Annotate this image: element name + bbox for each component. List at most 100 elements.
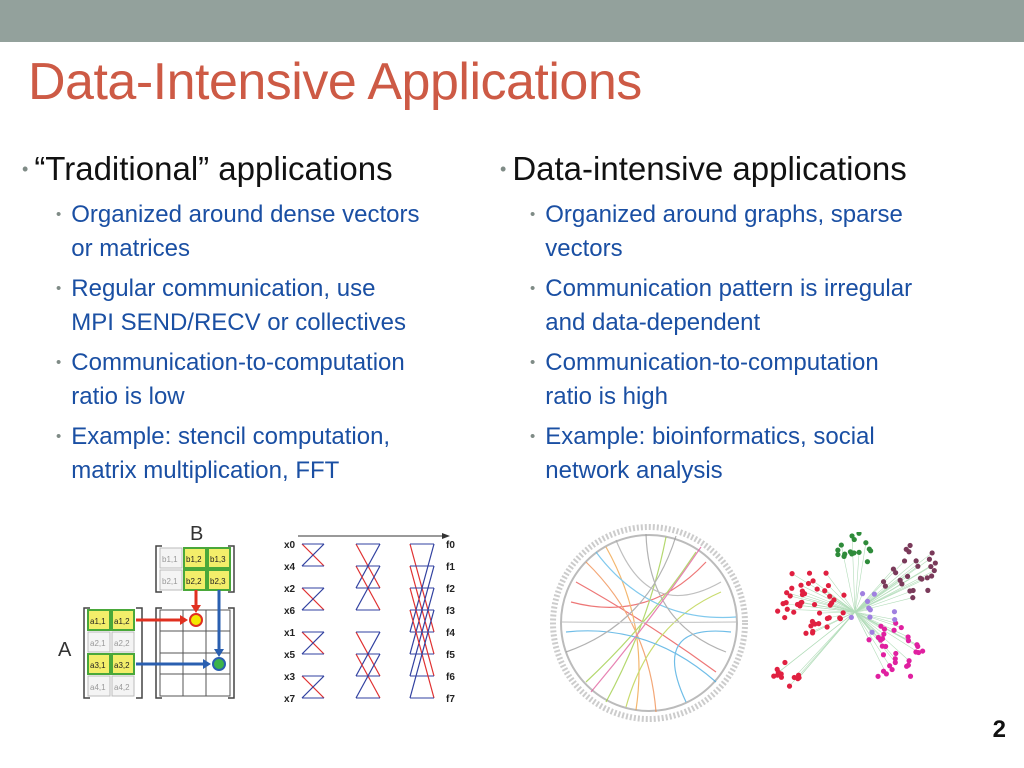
network-edge <box>854 597 913 613</box>
multiply-arrows <box>136 590 224 669</box>
network-node <box>913 558 919 564</box>
b-cell-label: b2,3 <box>210 577 226 586</box>
fft-output-label: f0 <box>446 540 455 551</box>
network-node <box>866 546 872 552</box>
network-node <box>847 549 853 555</box>
network-node <box>811 601 818 608</box>
network-node <box>809 618 816 625</box>
fft-input-label: x3 <box>284 672 296 683</box>
b-cell-label: b2,2 <box>186 577 202 586</box>
network-edge <box>854 562 936 613</box>
left-column: • “Traditional” applications •Organized … <box>22 150 492 494</box>
network-edge <box>854 611 896 624</box>
network-node <box>791 609 797 615</box>
network-node <box>823 570 829 576</box>
b-cell-label: b1,2 <box>186 555 202 564</box>
network-node <box>871 591 877 597</box>
network-edge <box>819 611 856 614</box>
network-edge <box>854 568 894 613</box>
fft-output-label: f4 <box>446 628 455 639</box>
network-edge <box>812 611 856 634</box>
network-node <box>789 585 795 591</box>
network-node <box>798 582 804 588</box>
network-node <box>867 607 873 613</box>
network-edge <box>794 611 856 678</box>
a-cell-label: a1,1 <box>90 617 106 626</box>
fft-butterflies <box>301 543 435 699</box>
network-node <box>828 600 835 606</box>
network-node <box>816 621 822 627</box>
network-node <box>822 588 828 594</box>
network-node <box>787 593 793 599</box>
bullet-icon: • <box>500 159 507 179</box>
network-node <box>925 587 931 593</box>
network-node <box>864 598 871 604</box>
network-node <box>808 623 814 629</box>
network-node <box>892 617 898 623</box>
network-edge <box>800 584 856 613</box>
fft-butterfly-line <box>301 675 325 699</box>
network-node <box>929 573 935 579</box>
social-network-graph <box>771 532 938 689</box>
matrix-a: a1,1 a1,2 a2,1 a2,2 a3,1 a3,2 a4,1 a4,2 <box>83 607 143 699</box>
network-edge <box>854 611 902 628</box>
network-node <box>835 547 841 553</box>
circular-genome-plot <box>550 524 748 722</box>
fft-output-label: f6 <box>446 672 455 683</box>
right-bullet: •Communication-to-computation ratio is h… <box>530 346 1010 414</box>
network-node <box>928 563 934 570</box>
right-heading-bullet: • Data-intensive applications <box>500 150 1010 188</box>
network-node <box>867 614 873 620</box>
network-node <box>840 610 846 616</box>
network-node <box>932 560 938 566</box>
left-bullet: •Example: stencil computation, matrix mu… <box>56 420 492 488</box>
fft-input-label: x4 <box>284 562 296 573</box>
network-node <box>904 573 911 579</box>
matrix-multiplication-figure: B A b1,1 b1,2 b1,3 b2,1 b2,2 b2,3 a1,1 a… <box>58 523 235 699</box>
matrix-b-label: B <box>190 523 203 545</box>
left-bullet: •Communication-to-computation ratio is l… <box>56 346 492 414</box>
network-node <box>782 659 788 666</box>
network-node <box>879 636 886 642</box>
network-edge <box>854 611 885 635</box>
network-node <box>931 567 937 574</box>
network-node <box>875 634 881 641</box>
network-node <box>798 600 804 606</box>
bullet-icon: • <box>530 280 536 297</box>
b-cell-label: b1,3 <box>210 555 226 564</box>
network-node <box>841 592 847 598</box>
network-edge <box>854 611 873 633</box>
network-node <box>825 582 832 589</box>
network-node <box>789 571 795 577</box>
network-node <box>866 637 872 643</box>
network-node <box>901 558 908 564</box>
left-bullet: •Regular communication, use MPI SEND/REC… <box>56 272 492 340</box>
network-edge <box>854 611 893 670</box>
network-edge <box>854 611 919 653</box>
network-node <box>783 600 789 606</box>
network-node <box>784 606 790 612</box>
network-node <box>887 663 893 669</box>
network-edge <box>854 542 867 613</box>
fft-input-label: x1 <box>284 628 296 639</box>
fft-butterfly-line <box>409 587 435 677</box>
network-edge <box>854 590 914 613</box>
network-edge <box>778 611 856 673</box>
network-node <box>827 593 833 599</box>
network-edge <box>854 611 895 620</box>
b-cell-label: b1,1 <box>162 555 178 564</box>
bullet-icon: • <box>530 354 536 371</box>
network-node <box>914 642 920 648</box>
network-edge <box>825 572 856 613</box>
network-node <box>881 631 887 637</box>
network-node <box>775 669 781 675</box>
fft-butterfly-line <box>301 543 325 567</box>
left-heading-bullet: • “Traditional” applications <box>22 150 492 188</box>
network-node <box>824 624 830 630</box>
network-node <box>919 576 925 582</box>
a-cell-label: a3,2 <box>114 661 130 670</box>
network-edge <box>854 560 905 613</box>
right-heading: Data-intensive applications <box>512 150 907 187</box>
a-cell-label: a4,2 <box>114 683 130 692</box>
